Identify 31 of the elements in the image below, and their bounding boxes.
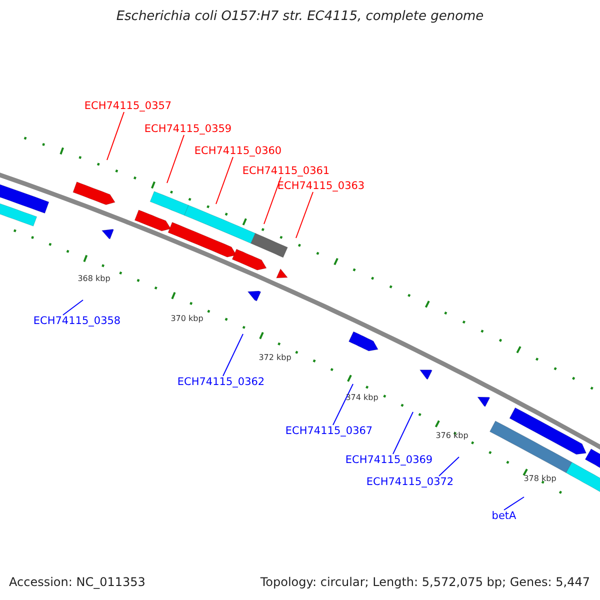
- leader-line: [332, 384, 354, 426]
- gene-label: betA: [492, 510, 516, 522]
- position-label: 368 kbp: [78, 274, 110, 283]
- leader-line: [106, 112, 124, 160]
- accession-label: Accession: NC_011353: [9, 575, 146, 589]
- position-label: 370 kbp: [170, 314, 204, 323]
- gene-label: ECH74115_0372: [366, 476, 454, 488]
- leader-line: [438, 456, 460, 476]
- position-label: 378 kbp: [524, 474, 556, 483]
- leader-line: [216, 156, 234, 204]
- leader-line: [504, 496, 524, 510]
- leader-line: [264, 176, 282, 224]
- gene-label: ECH74115_0360: [194, 145, 282, 157]
- leader-line: [222, 334, 244, 376]
- leader-line: [62, 300, 84, 316]
- gene-label: ECH74115_0369: [345, 454, 433, 466]
- title: Escherichia coli O157:H7 str. EC4115, complete genome: [115, 9, 485, 24]
- gene-label: ECH74115_0357: [84, 100, 172, 112]
- position-label: 374 kbp: [346, 393, 378, 402]
- gene-label: ECH74115_0362: [177, 376, 265, 388]
- gene-label: ECH74115_0361: [242, 165, 330, 177]
- gene-label: ECH74115_0367: [285, 425, 373, 437]
- genome-stats: Topology: circular; Length: 5,572,075 bp; Genes: 5,447: [260, 575, 590, 589]
- gene-label: ECH74115_0359: [144, 123, 232, 135]
- leader-line: [392, 412, 414, 454]
- gene-label: ECH74115_0363: [277, 180, 365, 192]
- position-label: 376 kbp: [436, 431, 468, 440]
- leader-line: [166, 134, 184, 184]
- position-label: 372 kbp: [258, 353, 292, 362]
- gene-label: ECH74115_0358: [33, 315, 121, 327]
- leader-line: [296, 192, 314, 238]
